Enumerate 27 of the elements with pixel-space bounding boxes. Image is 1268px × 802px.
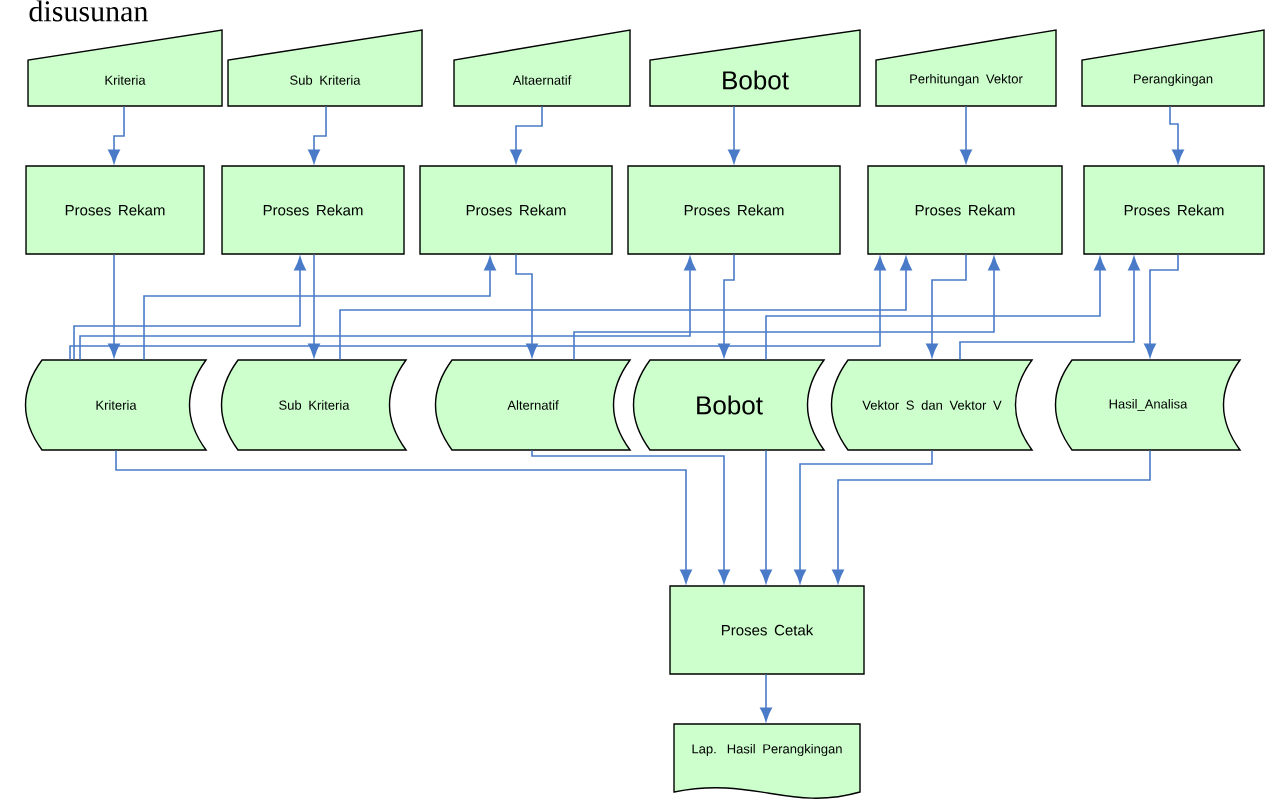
arrow [573, 256, 1000, 361]
arrow [510, 105, 543, 164]
arrow [143, 256, 496, 361]
arrow [728, 105, 740, 164]
arrow [79, 256, 696, 361]
arrow [515, 253, 538, 358]
heading-text: disusunan [29, 0, 148, 22]
arrow [959, 256, 1140, 361]
arrow [832, 449, 1151, 584]
arrow [794, 449, 933, 584]
arrow [108, 253, 120, 358]
arrow [339, 256, 912, 361]
arrow [73, 256, 306, 361]
arrow [760, 673, 772, 722]
arrow [1169, 105, 1184, 164]
arrow [308, 105, 327, 164]
arrow [1144, 253, 1179, 358]
arrow [960, 105, 972, 164]
arrow [531, 449, 730, 584]
arrow [765, 256, 1106, 361]
arrow [115, 449, 692, 584]
arrow [760, 449, 772, 584]
arrow [718, 253, 735, 358]
arrow [308, 253, 320, 358]
arrow [926, 253, 967, 358]
arrow [108, 105, 125, 164]
arrow [69, 256, 886, 361]
